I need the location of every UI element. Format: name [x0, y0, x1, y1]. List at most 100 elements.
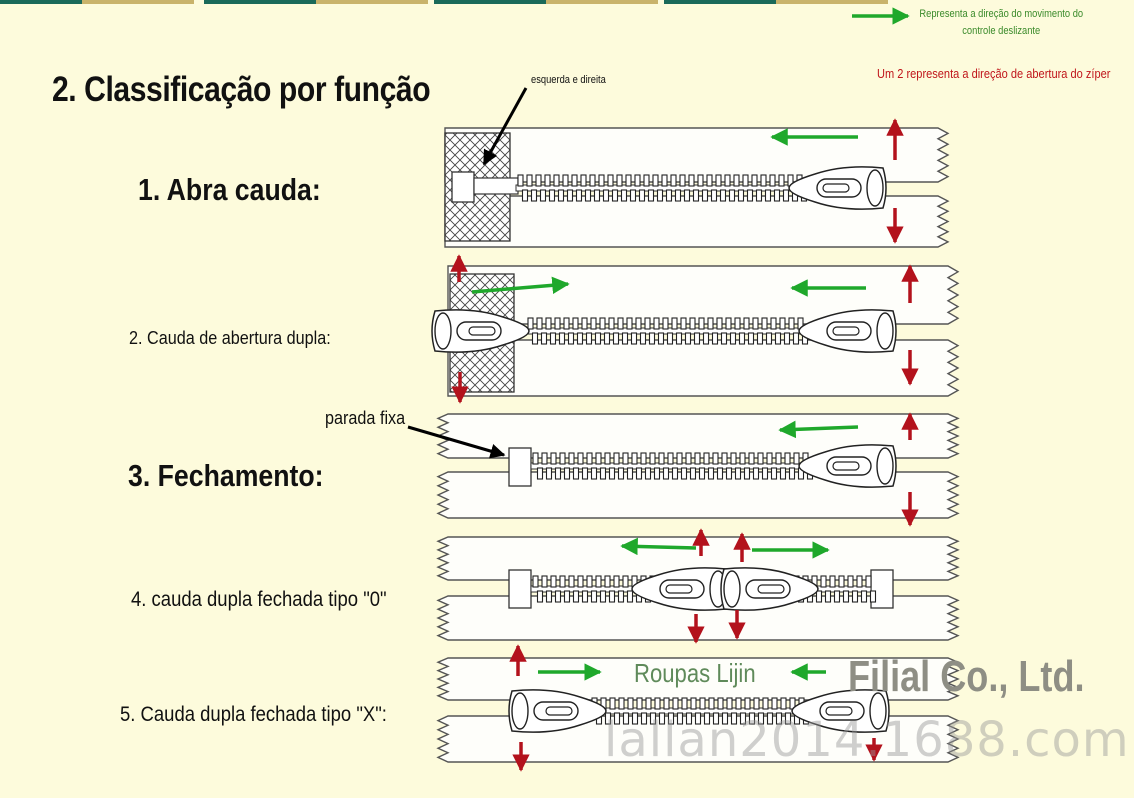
tooth [724, 174, 731, 187]
slider-mouth [876, 312, 894, 350]
tooth [675, 332, 683, 345]
tooth [622, 575, 629, 588]
tooth [643, 174, 650, 187]
tooth [541, 452, 548, 465]
tooth [716, 467, 724, 480]
zipper-5-teeth [589, 697, 811, 725]
tooth [608, 590, 616, 603]
tooth [527, 317, 534, 330]
tooth [683, 189, 691, 202]
zipper-3-slider [798, 444, 897, 488]
tooth [775, 712, 783, 725]
tooth [739, 452, 746, 465]
zipper-1-pin [473, 177, 519, 195]
type-label-5: 5. Cauda dupla fechada tipo "X": [120, 703, 387, 726]
tooth [613, 575, 620, 588]
tooth [685, 452, 692, 465]
tooth [721, 712, 729, 725]
zipper-2-slider-left [431, 309, 530, 353]
tooth [751, 174, 758, 187]
tooth [784, 452, 791, 465]
tooth [599, 467, 607, 480]
tooth [621, 332, 629, 345]
tooth [680, 317, 687, 330]
tooth [617, 317, 624, 330]
tooth [725, 317, 732, 330]
tooth [743, 317, 750, 330]
tooth [549, 332, 557, 345]
tooth [703, 452, 710, 465]
tooth [658, 452, 665, 465]
tooth [630, 332, 638, 345]
tooth [779, 467, 787, 480]
tooth [703, 712, 711, 725]
annotation-left-right: esquerda e direita [531, 74, 606, 86]
tooth [730, 712, 738, 725]
tooth [553, 174, 560, 187]
zipper-2-lower-tape [447, 339, 960, 397]
tooth [535, 174, 542, 187]
tooth [577, 452, 584, 465]
tooth [540, 332, 548, 345]
tooth [771, 697, 778, 710]
tooth [706, 174, 713, 187]
tooth [631, 712, 639, 725]
tooth [644, 317, 651, 330]
tooth [707, 317, 714, 330]
tooth [595, 452, 602, 465]
zipper-2-upper-tape [447, 265, 960, 325]
tooth [589, 174, 596, 187]
tooth [595, 575, 602, 588]
tooth [608, 317, 615, 330]
tooth [680, 467, 688, 480]
tooth [559, 575, 566, 588]
tooth [607, 174, 614, 187]
tooth [667, 712, 675, 725]
tooth [604, 575, 611, 588]
tooth [780, 697, 787, 710]
zipper-4-slider-left [631, 567, 730, 611]
tooth [618, 697, 625, 710]
tooth [640, 712, 648, 725]
tooth [737, 189, 745, 202]
tooth [567, 332, 575, 345]
tooth [562, 174, 569, 187]
tooth [640, 452, 647, 465]
tooth [590, 467, 598, 480]
tooth [744, 697, 751, 710]
tooth [563, 467, 571, 480]
tooth [775, 452, 782, 465]
tooth [594, 332, 602, 345]
type-label-2: 2. Cauda de abertura dupla: [129, 328, 331, 348]
tooth [653, 467, 661, 480]
tooth [851, 590, 859, 603]
page-title: 2. Classificação por função [52, 70, 431, 109]
slider-mouth [869, 692, 887, 730]
tooth [820, 575, 827, 588]
slider-pull-slot [468, 326, 496, 336]
tooth [530, 189, 538, 202]
tooth [599, 317, 606, 330]
zipper-4-slider-right [720, 567, 819, 611]
pointer-arrow-left-right [482, 87, 528, 166]
tooth [649, 712, 657, 725]
tooth [665, 189, 673, 202]
tooth [568, 575, 575, 588]
tooth [730, 452, 737, 465]
tooth [662, 467, 670, 480]
tooth [752, 467, 760, 480]
slider-pull-slot [832, 326, 860, 336]
tooth [545, 467, 553, 480]
tooth [715, 174, 722, 187]
tooth [622, 712, 630, 725]
tooth [580, 174, 587, 187]
tooth [788, 317, 795, 330]
tooth [586, 452, 593, 465]
tooth [761, 317, 768, 330]
tooth [666, 332, 674, 345]
tooth [773, 189, 781, 202]
tooth [728, 189, 736, 202]
tooth [652, 174, 659, 187]
tooth [738, 332, 746, 345]
tooth [699, 697, 706, 710]
